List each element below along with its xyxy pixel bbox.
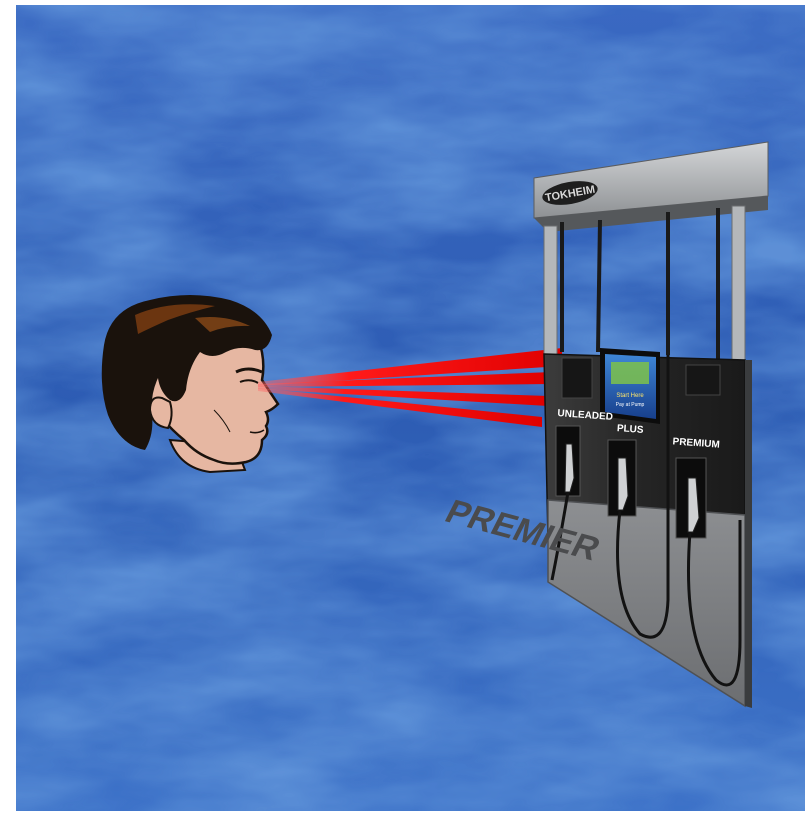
screen-line-2: Pay at Pump <box>616 402 645 408</box>
price-display-right <box>686 365 720 395</box>
screen-line-1: Start Here <box>616 393 644 399</box>
grade-label-plus: PLUS <box>616 423 644 436</box>
price-display-left <box>562 358 592 398</box>
hose-riser-2 <box>598 220 600 352</box>
column-left <box>544 226 557 356</box>
screen-graphic <box>611 362 649 384</box>
pump-side-edge <box>745 360 752 708</box>
column-right <box>732 206 745 366</box>
